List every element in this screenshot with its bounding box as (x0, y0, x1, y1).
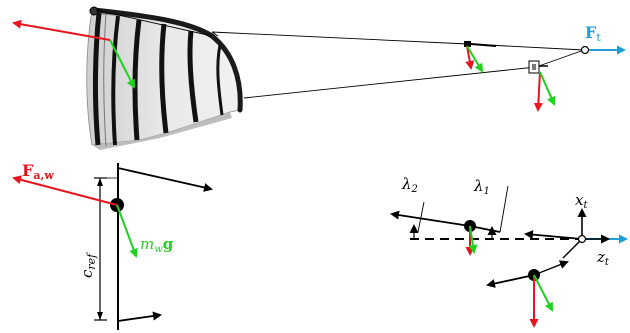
kite-control-unit (464, 41, 548, 74)
aero-force-arrow-kcu2 (533, 71, 543, 112)
tether-attach-point (580, 45, 590, 55)
weight-label: mwg (140, 235, 174, 255)
gravity-arrow-kcu1 (466, 45, 484, 73)
aero-force-label: Fa,w (22, 161, 54, 182)
chord-label: cref (78, 252, 98, 278)
kite-canopy (86, 6, 243, 150)
aero-force-arrow (12, 175, 118, 206)
gravity-arrow-kcu2 (539, 71, 556, 106)
gravity-arrow-top (109, 39, 135, 89)
angle-diagram (390, 185, 628, 328)
lambda2-label: λ2 (401, 175, 418, 195)
x-axis-label: xt (575, 191, 588, 211)
wing-section-diagram (12, 163, 213, 330)
tether-force-label: Ft (585, 23, 601, 44)
aero-force-arrow-kcu1 (465, 45, 475, 70)
gravity-arrow (116, 204, 138, 258)
lambda1-label: λ1 (473, 177, 490, 197)
aero-force-arrow-top (12, 19, 111, 41)
tether-lines (95, 9, 585, 99)
z-axis-label: zt (596, 248, 610, 268)
